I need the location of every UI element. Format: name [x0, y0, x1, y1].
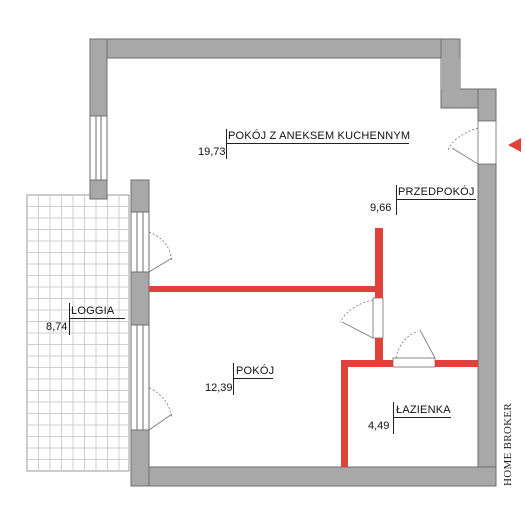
partition-walls: [149, 228, 478, 467]
outer-walls: [89, 38, 497, 487]
label-tick-living: [226, 129, 227, 159]
label-line-room: [233, 378, 273, 379]
label-tick-loggia: [69, 303, 70, 335]
entrance-marker: [508, 138, 521, 152]
living-window: [89, 115, 108, 181]
room-name-loggia: LOGGIA: [71, 305, 115, 317]
label-line-hall: [396, 199, 476, 200]
room-name-living: POKÓJ Z ANEKSEM KUCHENNYM: [228, 130, 411, 142]
door-swings: [148, 120, 497, 431]
room-area-room: 12,39: [205, 382, 233, 394]
room-area-loggia: 8,74: [46, 321, 68, 333]
balcony-doors: [130, 211, 150, 431]
room-area-hall: 9,66: [370, 202, 392, 214]
label-line-living: [226, 143, 409, 144]
room-name-bath: ŁAZIENKA: [396, 404, 451, 416]
room-name-room: POKÓJ: [236, 365, 275, 377]
room-area-living: 19,73: [198, 146, 226, 158]
label-line-bath: [393, 417, 451, 418]
room-area-bath: 4,49: [368, 420, 390, 432]
label-tick-room: [233, 363, 234, 395]
label-tick-bath: [393, 402, 394, 434]
loggia-floor-grid: [26, 194, 130, 472]
room-name-hall: PRZEDPOKÓJ: [398, 186, 475, 198]
brand-watermark: HOME BROKER: [502, 402, 514, 486]
label-line-loggia: [69, 318, 125, 319]
label-tick-hall: [396, 185, 397, 215]
